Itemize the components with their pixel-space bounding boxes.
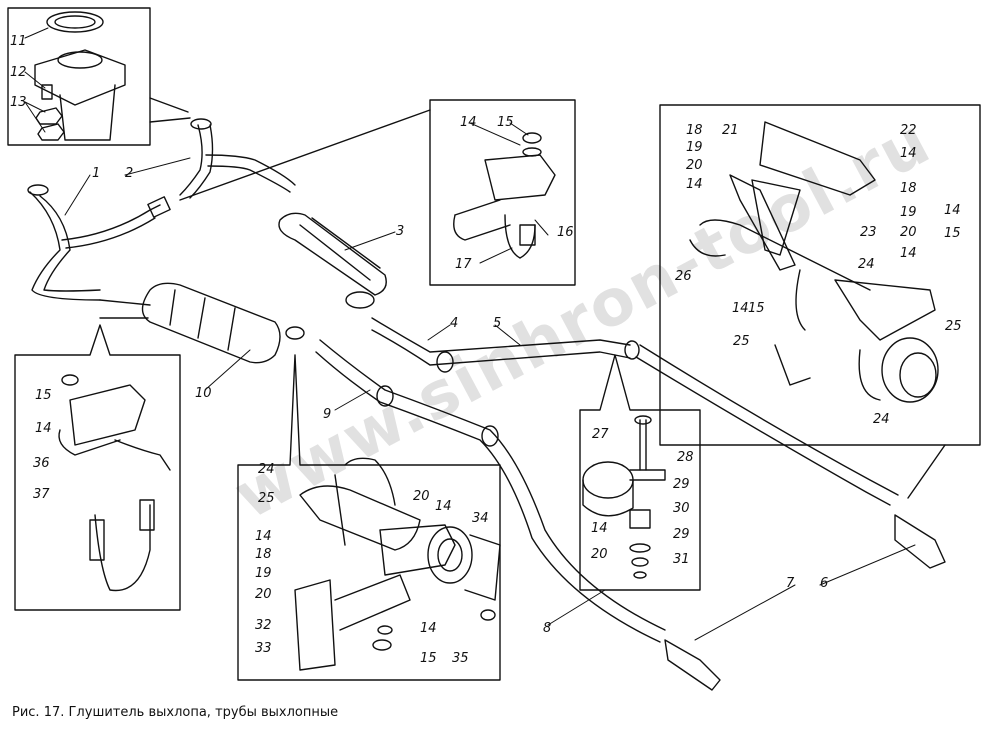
callout-p3-14: 14 xyxy=(35,421,52,436)
callout-5: 5 xyxy=(493,316,501,331)
front-pipe-2 xyxy=(179,118,296,199)
callout-p2-25b: 25 xyxy=(945,319,962,334)
callout-p4-19: 19 xyxy=(255,566,272,581)
callout-p2-21: 21 xyxy=(722,123,739,138)
inset-bracket-top-center xyxy=(179,99,576,286)
callout-p2-24b: 24 xyxy=(873,412,890,427)
callout-p5-28: 28 xyxy=(677,450,694,465)
callout-p2-15a: 15 xyxy=(944,226,961,241)
callout-p2-14b: 14 xyxy=(686,177,703,192)
callout-10: 10 xyxy=(195,386,212,401)
callout-12: 12 xyxy=(10,65,27,80)
callout-p4-20: 20 xyxy=(413,489,430,504)
callout-p2-18b: 18 xyxy=(900,181,917,196)
callout-p2-20b: 20 xyxy=(900,225,917,240)
front-pipe-1 xyxy=(27,184,171,301)
inset-suspension-right xyxy=(659,104,981,499)
callout-p5-29b: 29 xyxy=(673,527,690,542)
callout-p5-31: 31 xyxy=(673,552,690,567)
mount-assembly xyxy=(294,457,501,671)
callout-p2-14c: 14 xyxy=(944,203,961,218)
callout-9: 9 xyxy=(323,407,331,422)
callout-8: 8 xyxy=(543,621,551,636)
callout-p2-14a: 14 xyxy=(900,146,917,161)
callout-p2-18a: 18 xyxy=(686,123,703,138)
flange xyxy=(34,49,126,141)
callout-7: 7 xyxy=(786,576,795,591)
callout-p5-30: 30 xyxy=(673,501,690,516)
callout-p2-15b: 15 xyxy=(748,301,765,316)
callout-p2-19a: 19 xyxy=(686,140,703,155)
figure-caption: Рис. 17. Глушитель выхлопа, трубы выхлоп… xyxy=(12,705,339,720)
inset-mount-bottom-center xyxy=(237,354,501,681)
callout-3: 3 xyxy=(396,224,404,239)
callout-labels: 1 2 3 4 5 6 7 8 9 10 11 12 13 14 15 16 1… xyxy=(10,34,962,666)
gasket-11 xyxy=(46,11,104,33)
left-clamp xyxy=(58,374,171,592)
callout-p4-14b: 14 xyxy=(255,529,272,544)
callout-p3-36: 36 xyxy=(33,456,50,471)
tail-pipe-6 xyxy=(635,344,946,569)
inset-bracket-left xyxy=(14,324,181,611)
callout-p4-25: 25 xyxy=(258,491,275,506)
callout-p2-20a: 20 xyxy=(686,158,703,173)
callout-p4-14c: 14 xyxy=(420,621,437,636)
resonator-3 xyxy=(278,212,387,309)
callout-p2-14e: 14 xyxy=(732,301,749,316)
callout-p4-32: 32 xyxy=(255,618,272,633)
callout-leaders xyxy=(24,27,916,641)
inset-rubber-mount xyxy=(579,354,701,591)
callout-p4-34: 34 xyxy=(472,511,489,526)
callout-p4-33: 33 xyxy=(255,641,272,656)
callout-p4-20b: 20 xyxy=(255,587,272,602)
callout-p1-14: 14 xyxy=(460,115,477,130)
callout-p4-15: 15 xyxy=(420,651,437,666)
callout-p5-27: 27 xyxy=(592,427,609,442)
callout-2: 2 xyxy=(125,166,133,181)
callout-6: 6 xyxy=(820,576,828,591)
callout-p1-16: 16 xyxy=(557,225,574,240)
callout-p2-22: 22 xyxy=(900,123,917,138)
callout-p2-23: 23 xyxy=(860,225,877,240)
callout-p1-17: 17 xyxy=(455,257,472,272)
callout-p2-26: 26 xyxy=(675,269,692,284)
watermark-text: www.sinhron-tool.ru xyxy=(223,104,943,534)
callout-p4-24: 24 xyxy=(258,462,275,477)
callout-1: 1 xyxy=(92,166,100,181)
clamp-bracket-16 xyxy=(453,132,556,259)
callout-p3-37: 37 xyxy=(33,487,50,502)
callout-p5-29a: 29 xyxy=(673,477,690,492)
callout-p4-35: 35 xyxy=(452,651,469,666)
rubber-mount xyxy=(582,415,666,579)
callout-p2-24a: 24 xyxy=(858,257,875,272)
callout-p3-15: 15 xyxy=(35,388,52,403)
callout-p2-14d: 14 xyxy=(900,246,917,261)
callout-p5-14: 14 xyxy=(591,521,608,536)
callout-p1-15: 15 xyxy=(497,115,514,130)
muffler-10 xyxy=(99,282,305,364)
callout-13: 13 xyxy=(10,95,27,110)
suspension-bracket xyxy=(689,121,939,403)
callout-p4-18: 18 xyxy=(255,547,272,562)
callout-p5-20: 20 xyxy=(591,547,608,562)
inset-top-left-gasket xyxy=(7,7,191,146)
callout-4: 4 xyxy=(450,316,458,331)
intermediate-pipe-4-5 xyxy=(371,317,640,373)
callout-p2-19b: 19 xyxy=(900,205,917,220)
callout-p4-14a: 14 xyxy=(435,499,452,514)
callout-p2-25a: 25 xyxy=(733,334,750,349)
callout-11: 11 xyxy=(10,34,27,49)
